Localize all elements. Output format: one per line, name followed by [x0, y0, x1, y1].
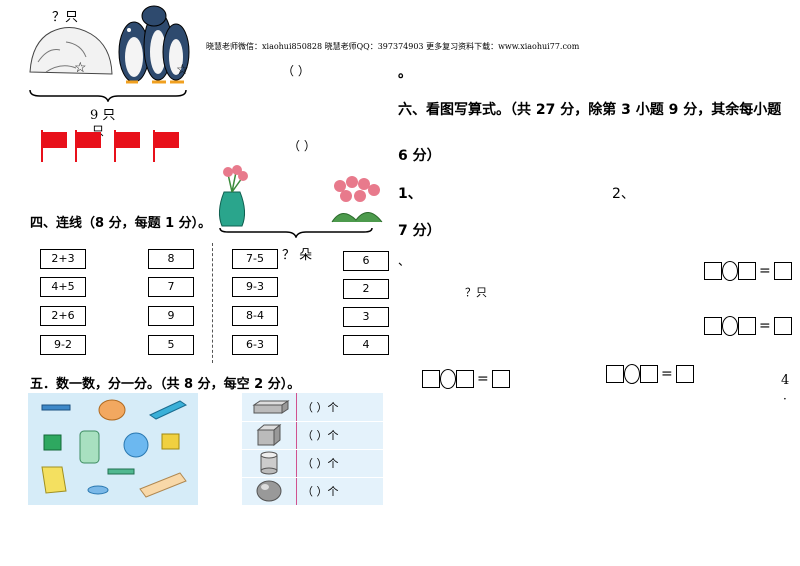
right-answer-box[interactable]: 6	[343, 251, 389, 271]
equals-sign: =	[759, 262, 771, 279]
equation-blank-group[interactable]: =	[606, 363, 694, 384]
question-2-label: 2、	[612, 186, 635, 202]
section6-title-cont: 6 分）	[398, 148, 441, 164]
page-number-dot: ·	[783, 392, 787, 406]
operator-circle[interactable]	[440, 368, 456, 389]
result-box[interactable]	[773, 316, 792, 335]
table-row: （ ）个	[242, 421, 383, 450]
flag-icon	[114, 130, 140, 162]
table-row: （ ）个	[242, 477, 383, 505]
number-box[interactable]	[422, 369, 440, 388]
penguin-rock-illustration: ☆ ☆	[29, 5, 190, 84]
section6-title: 六、看图写算式。（共 27 分，除第 3 小题 9 分，其余每小题	[398, 102, 782, 118]
question-1-label: 1、	[398, 186, 422, 202]
left-expr-box[interactable]: 9-2	[40, 335, 86, 355]
right-expr-box[interactable]: 8-4	[232, 306, 278, 326]
count-blank[interactable]: （ ）个	[302, 457, 339, 470]
header-watermark: 晓慧老师微信：xiaohui850828 晓慧老师QQ：397374903 更多…	[206, 42, 580, 51]
left-answer-box[interactable]: 8	[148, 249, 194, 269]
page-number: 4	[781, 373, 790, 388]
sphere-icon	[256, 480, 282, 502]
right-expr-box[interactable]: 6-3	[232, 335, 278, 355]
number-box[interactable]	[640, 364, 658, 383]
left-answer-box[interactable]: 5	[148, 335, 194, 355]
result-box[interactable]	[773, 261, 792, 280]
left-expr-box[interactable]: 2+3	[40, 249, 86, 269]
cylinder-icon	[260, 451, 278, 475]
result-box[interactable]	[491, 369, 510, 388]
total-label: 9 只	[90, 108, 116, 123]
flag-icon	[153, 130, 179, 162]
question-label: ？只	[52, 10, 79, 25]
flower-bunch-illustration	[331, 176, 383, 223]
left-answer-box[interactable]: 9	[148, 306, 194, 326]
result-box[interactable]	[675, 364, 694, 383]
number-box[interactable]	[606, 364, 624, 383]
number-box[interactable]	[738, 316, 756, 335]
right-answer-box[interactable]: 4	[343, 335, 389, 355]
unit-question-label: ？只	[465, 286, 487, 299]
right-answer-box[interactable]: 2	[343, 279, 389, 299]
operator-circle[interactable]	[624, 363, 640, 384]
left-expr-box[interactable]: 2+6	[40, 306, 86, 326]
vase-flowers-illustration	[218, 165, 248, 227]
section6-points-note: 7 分）	[398, 223, 441, 239]
table-row: （ ）个	[242, 393, 383, 422]
equation-blank-group[interactable]: =	[704, 315, 792, 336]
operator-circle[interactable]	[722, 315, 738, 336]
cuboid-icon	[252, 400, 290, 414]
equals-sign: =	[477, 370, 489, 387]
table-row: （ ）个	[242, 449, 383, 478]
solid-shapes-illustration	[28, 393, 198, 505]
enumeration-mark: 、	[398, 254, 411, 268]
shape-count-table: （ ）个 （ ）个 （ ）个 （ ）个	[242, 393, 383, 505]
count-blank[interactable]: （ ）个	[302, 429, 339, 442]
right-expr-box[interactable]: 7-5	[232, 249, 278, 269]
period-mark: 。	[398, 65, 412, 81]
flower-bracket	[219, 227, 373, 238]
left-expr-box[interactable]: 4+5	[40, 277, 86, 297]
equation-blank-group[interactable]: =	[704, 260, 792, 281]
flower-question-label: ？ 朵	[282, 248, 313, 263]
equals-sign: =	[759, 317, 771, 334]
equation-blank-group[interactable]: =	[422, 368, 510, 389]
section-divider	[212, 243, 213, 363]
total-bracket	[29, 89, 187, 102]
svg-text:☆: ☆	[176, 62, 189, 78]
flag-icon	[75, 130, 101, 162]
right-expr-box[interactable]: 9-3	[232, 277, 278, 297]
equals-sign: =	[661, 365, 673, 382]
count-blank[interactable]: （ ）个	[302, 485, 339, 498]
section4-title: 四、连线（8 分，每题 1 分）。	[30, 216, 212, 231]
section5-title: 五．数一数，分一分。（共 8 分，每空 2 分）。	[30, 377, 301, 392]
number-box[interactable]	[738, 261, 756, 280]
answer-blank-2: （ ）	[288, 139, 316, 153]
svg-text:☆: ☆	[74, 60, 87, 76]
right-answer-box[interactable]: 3	[343, 307, 389, 327]
cube-icon	[256, 424, 282, 446]
number-box[interactable]	[456, 369, 474, 388]
answer-blank-1: （ ）	[282, 64, 310, 78]
left-answer-box[interactable]: 7	[148, 277, 194, 297]
operator-circle[interactable]	[722, 260, 738, 281]
flag-icon	[41, 130, 67, 162]
count-blank[interactable]: （ ）个	[302, 401, 339, 414]
number-box[interactable]	[704, 316, 722, 335]
number-box[interactable]	[704, 261, 722, 280]
